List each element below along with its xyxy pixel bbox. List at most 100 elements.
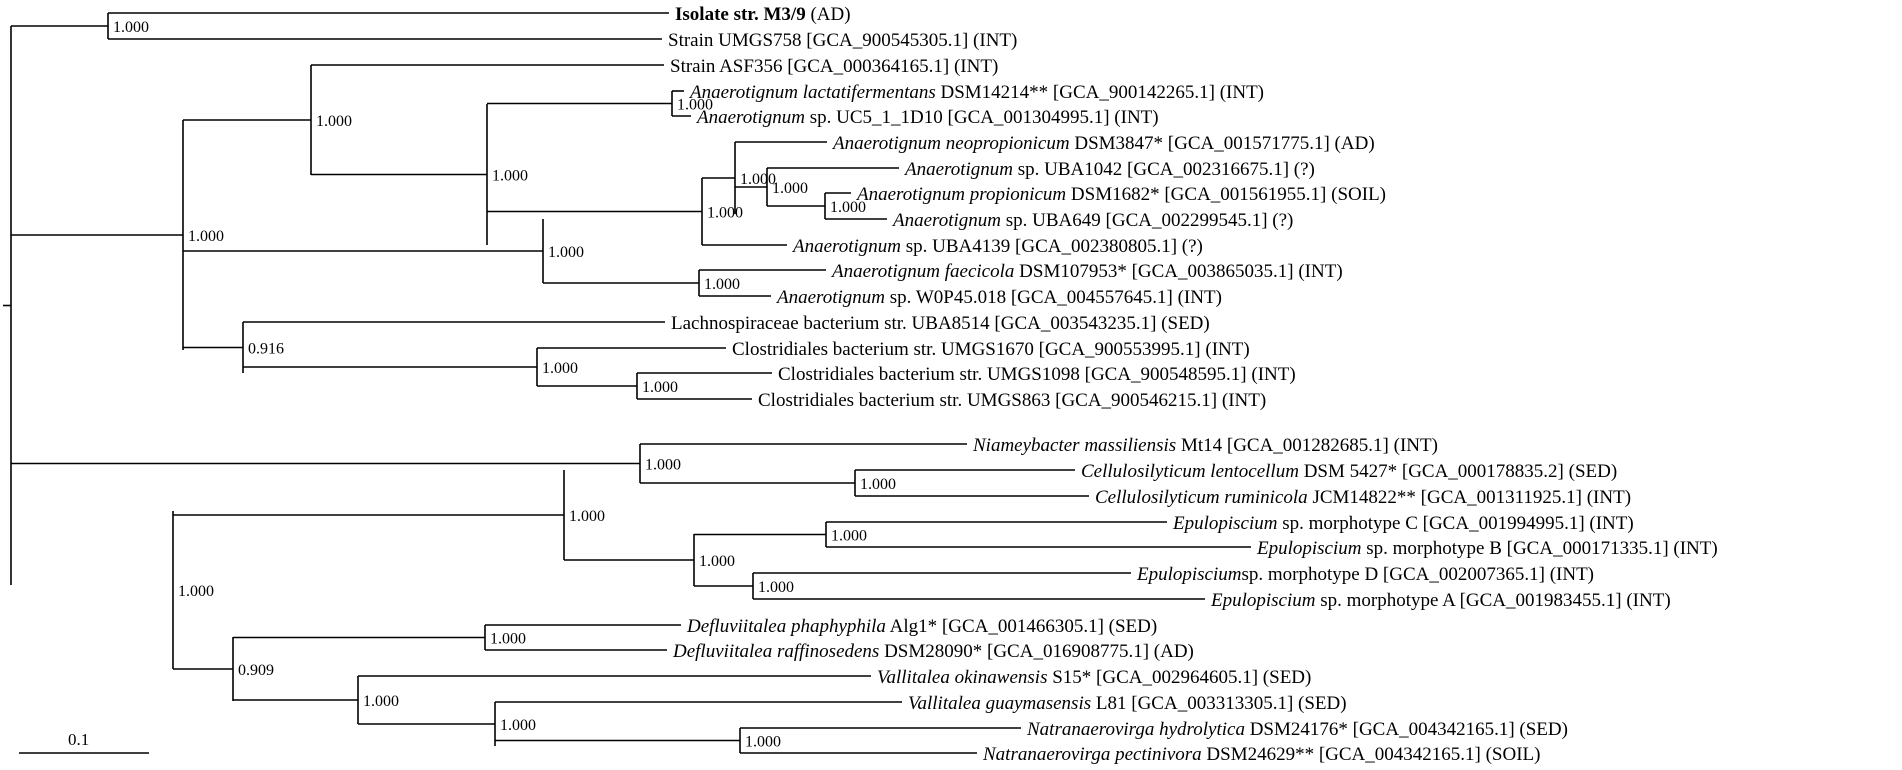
tip-label-part: JCM14822** [GCA_001311925.1] (INT) xyxy=(1308,487,1631,508)
tip-anaerotignum-w0p45: Anaerotignum sp. W0P45.018 [GCA_00455764… xyxy=(775,287,1222,308)
support-value: 1.000 xyxy=(490,631,526,648)
tip-label-part: Anaerotignum propionicum xyxy=(855,184,1066,205)
tip-epulopiscium-d: Epulopisciumsp. morphotype D [GCA_002007… xyxy=(1136,564,1594,585)
support-value: 1.000 xyxy=(704,276,740,293)
tip-anaerotignum-uc5: Anaerotignum sp. UC5_1_1D10 [GCA_0013049… xyxy=(695,107,1159,128)
tip-label-part: sp. morphotype D [GCA_002007365.1] (INT) xyxy=(1242,564,1595,585)
support-value: 1.000 xyxy=(645,457,681,474)
tip-label-part: Niameybacter massiliensis xyxy=(972,435,1176,456)
tip-strain-asf356: Strain ASF356 [GCA_000364165.1] (INT) xyxy=(670,56,998,77)
support-value: 1.000 xyxy=(642,379,678,396)
tip-clostridiales-umgs1670: Clostridiales bacterium str. UMGS1670 [G… xyxy=(732,339,1250,360)
tip-label-part: DSM 5427* [GCA_000178835.2] (SED) xyxy=(1299,461,1617,482)
tip-label-part: Epulopiscium xyxy=(1210,590,1316,611)
tip-label-part: DSM24176* [GCA_004342165.1] (SED) xyxy=(1245,719,1568,740)
support-value: 1.000 xyxy=(178,583,214,600)
support-value: 1.000 xyxy=(542,360,578,377)
tip-label-part: DSM1682* [GCA_001561955.1] (SOIL) xyxy=(1066,184,1386,205)
support-value: 1.000 xyxy=(500,717,536,734)
tip-anaerotignum-neopropionicum: Anaerotignum neopropionicum DSM3847* [GC… xyxy=(831,133,1375,154)
tip-label-part: Anaerotignum xyxy=(903,159,1013,180)
tip-anaerotignum-faecicola: Anaerotignum faecicola DSM107953* [GCA_0… xyxy=(830,261,1343,282)
support-value: 1.000 xyxy=(363,693,399,710)
tip-label-part: sp. morphotype C [GCA_001994995.1] (INT) xyxy=(1278,513,1634,534)
tip-vallitalea-okinawensis: Vallitalea okinawensis S15* [GCA_0029646… xyxy=(877,667,1311,688)
tip-label-part: Natranaerovirga pectinivora xyxy=(982,744,1202,765)
tip-label-part: Clostridiales bacterium str. UMGS1670 [G… xyxy=(732,339,1250,360)
tip-epulopiscium-b: Epulopiscium sp. morphotype B [GCA_00017… xyxy=(1256,538,1718,559)
tip-label-part: Strain ASF356 [GCA_000364165.1] (INT) xyxy=(670,56,998,77)
tip-isolate-m39: Isolate str. M3/9 (AD) xyxy=(675,4,851,25)
tip-label-part: L81 [GCA_003313305.1] (SED) xyxy=(1091,693,1346,714)
tip-label-part: sp. morphotype B [GCA_000171335.1] (INT) xyxy=(1362,538,1718,559)
tip-label-part: DSM14214** [GCA_900142265.1] (INT) xyxy=(936,82,1264,103)
tip-label-part: Anaerotignum xyxy=(891,210,1001,231)
support-value: 1.000 xyxy=(831,528,867,545)
support-value: 1.000 xyxy=(316,113,352,130)
tip-label-part: Epulopiscium xyxy=(1136,564,1242,585)
support-value: 1.000 xyxy=(860,476,896,493)
tip-vallitalea-guaymasensis: Vallitalea guaymasensis L81 [GCA_0033133… xyxy=(908,693,1347,714)
tip-label-part: Lachnospiraceae bacterium str. UBA8514 [… xyxy=(671,313,1210,334)
tip-label-part: Anaerotignum faecicola xyxy=(830,261,1014,282)
tip-label-part: Anaerotignum neopropionicum xyxy=(831,133,1070,154)
tip-label-part: DSM3847* [GCA_001571775.1] (AD) xyxy=(1070,133,1375,154)
tip-anaerotignum-lactatifermentans: Anaerotignum lactatifermentans DSM14214*… xyxy=(688,82,1264,103)
tip-label-part: DSM28090* [GCA_016908775.1] (AD) xyxy=(879,641,1194,662)
tip-anaerotignum-uba1042: Anaerotignum sp. UBA1042 [GCA_002316675.… xyxy=(903,159,1315,180)
support-value: 1.000 xyxy=(740,171,776,188)
tip-label-part: Natranaerovirga hydrolytica xyxy=(1026,719,1245,740)
tip-label-part: Clostridiales bacterium str. UMGS863 [GC… xyxy=(758,390,1266,411)
tip-label-part: Clostridiales bacterium str. UMGS1098 [G… xyxy=(778,364,1296,385)
tip-label-part: sp. W0P45.018 [GCA_004557645.1] (INT) xyxy=(885,287,1222,308)
tip-label-part: Cellulosilyticum lentocellum xyxy=(1081,461,1299,482)
tip-epulopiscium-a: Epulopiscium sp. morphotype A [GCA_00198… xyxy=(1210,590,1671,611)
tip-label-part: Epulopiscium xyxy=(1256,538,1362,559)
support-value: 1.000 xyxy=(830,199,866,216)
tip-label-part: Vallitalea okinawensis xyxy=(877,667,1047,688)
tip-label-part: Cellulosilyticum ruminicola xyxy=(1095,487,1308,508)
tip-natranaerovirga-pectinivora: Natranaerovirga pectinivora DSM24629** [… xyxy=(982,744,1540,765)
support-value: 1.000 xyxy=(758,579,794,596)
scale-bar-label: 0.1 xyxy=(68,730,89,749)
tip-label-part: Mt14 [GCA_001282685.1] (INT) xyxy=(1176,435,1438,456)
tip-label-part: Anaerotignum lactatifermentans xyxy=(688,82,936,103)
tip-label-part: DSM24629** [GCA_004342165.1] (SOIL) xyxy=(1202,744,1541,765)
tip-anaerotignum-uba649: Anaerotignum sp. UBA649 [GCA_002299545.1… xyxy=(891,210,1293,231)
tip-clostridiales-umgs1098: Clostridiales bacterium str. UMGS1098 [G… xyxy=(778,364,1296,385)
tip-defluviitalea-phaphyphila: Defluviitalea phaphyphila Alg1* [GCA_001… xyxy=(686,616,1157,637)
tip-label-part: (AD) xyxy=(806,4,851,25)
support-value: 1.000 xyxy=(699,553,735,570)
tip-cellulosilyticum-lentocellum: Cellulosilyticum lentocellum DSM 5427* [… xyxy=(1081,461,1617,482)
tip-label-part: Epulopiscium xyxy=(1172,513,1278,534)
support-value: 0.916 xyxy=(248,341,284,358)
tip-label-part: Defluviitalea phaphyphila xyxy=(686,616,886,637)
support-value: 1.000 xyxy=(492,168,528,185)
support-values: 1.000 1.000 1.000 1.000 1.000 1.000 1.000 1.000… xyxy=(113,19,896,751)
tip-label-part: sp. morphotype A [GCA_001983455.1] (INT) xyxy=(1316,590,1671,611)
tip-natranaerovirga-hydrolytica: Natranaerovirga hydrolytica DSM24176* [G… xyxy=(1026,719,1568,740)
support-value: 1.000 xyxy=(707,205,743,222)
tip-label-part: Anaerotignum xyxy=(695,107,805,128)
tip-anaerotignum-uba4139: Anaerotignum sp. UBA4139 [GCA_002380805.… xyxy=(791,236,1203,257)
scale-bar: 0.1 xyxy=(19,730,149,754)
support-value: 1.000 xyxy=(569,508,605,525)
support-value: 1.000 xyxy=(548,244,584,261)
tip-label-part: sp. UBA649 [GCA_002299545.1] (?) xyxy=(1001,210,1293,231)
tip-labels: Isolate str. M3/9 (AD) Strain UMGS758 [GC… xyxy=(668,4,1718,765)
tip-label-part: Alg1* [GCA_001466305.1] (SED) xyxy=(886,616,1157,637)
tip-label-part: Vallitalea guaymasensis xyxy=(908,693,1091,714)
tip-defluviitalea-raffinosedens: Defluviitalea raffinosedens DSM28090* [G… xyxy=(672,641,1194,662)
tip-cellulosilyticum-ruminicola: Cellulosilyticum ruminicola JCM14822** [… xyxy=(1095,487,1631,508)
tip-label-part: sp. UBA4139 [GCA_002380805.1] (?) xyxy=(901,236,1203,257)
tip-label-part: sp. UC5_1_1D10 [GCA_001304995.1] (INT) xyxy=(805,107,1159,128)
tip-anaerotignum-propionicum: Anaerotignum propionicum DSM1682* [GCA_0… xyxy=(855,184,1386,205)
tip-lachnospiraceae-uba8514: Lachnospiraceae bacterium str. UBA8514 [… xyxy=(671,313,1210,334)
support-value: 1.000 xyxy=(677,97,713,114)
tip-label-part: DSM107953* [GCA_003865035.1] (INT) xyxy=(1014,261,1342,282)
tip-strain-umgs758: Strain UMGS758 [GCA_900545305.1] (INT) xyxy=(668,30,1017,51)
tip-label-part: Isolate str. M3/9 xyxy=(675,4,806,25)
support-value: 0.909 xyxy=(238,662,274,679)
support-value: 1.000 xyxy=(113,19,149,36)
tip-label-part: Anaerotignum xyxy=(775,287,885,308)
